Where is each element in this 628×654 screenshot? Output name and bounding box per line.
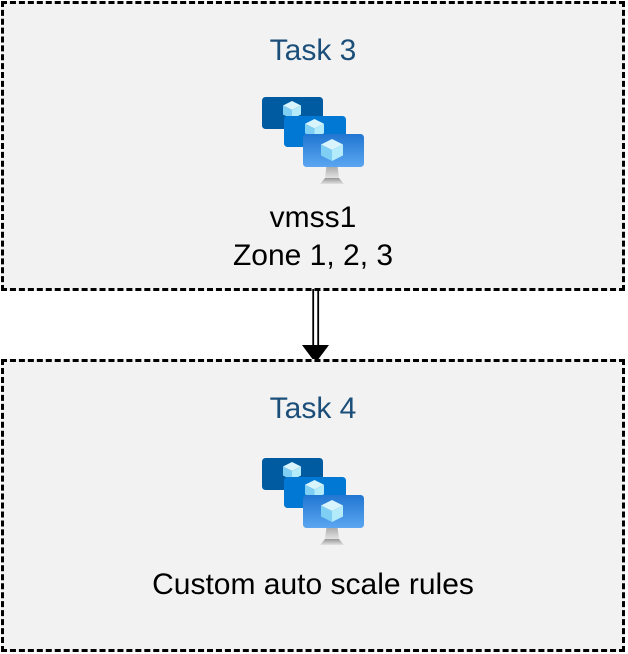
down-arrow-connector: [302, 289, 329, 363]
zones-label: Zone 1, 2, 3: [232, 239, 394, 272]
task-3-box: Task 3 vmss1 Zone 1, 2, 3: [1, 1, 625, 291]
task-4-title: Task 4: [269, 392, 357, 425]
vm-scale-set-icon: [262, 97, 364, 184]
vm-scale-set-icon: [262, 458, 364, 545]
autoscale-rules-label: Custom auto scale rules: [152, 568, 474, 601]
task-3-title: Task 3: [269, 34, 357, 67]
vmss-name-label: vmss1: [269, 201, 357, 234]
task-4-box: Task 4 Custom auto scale rules: [1, 359, 625, 652]
